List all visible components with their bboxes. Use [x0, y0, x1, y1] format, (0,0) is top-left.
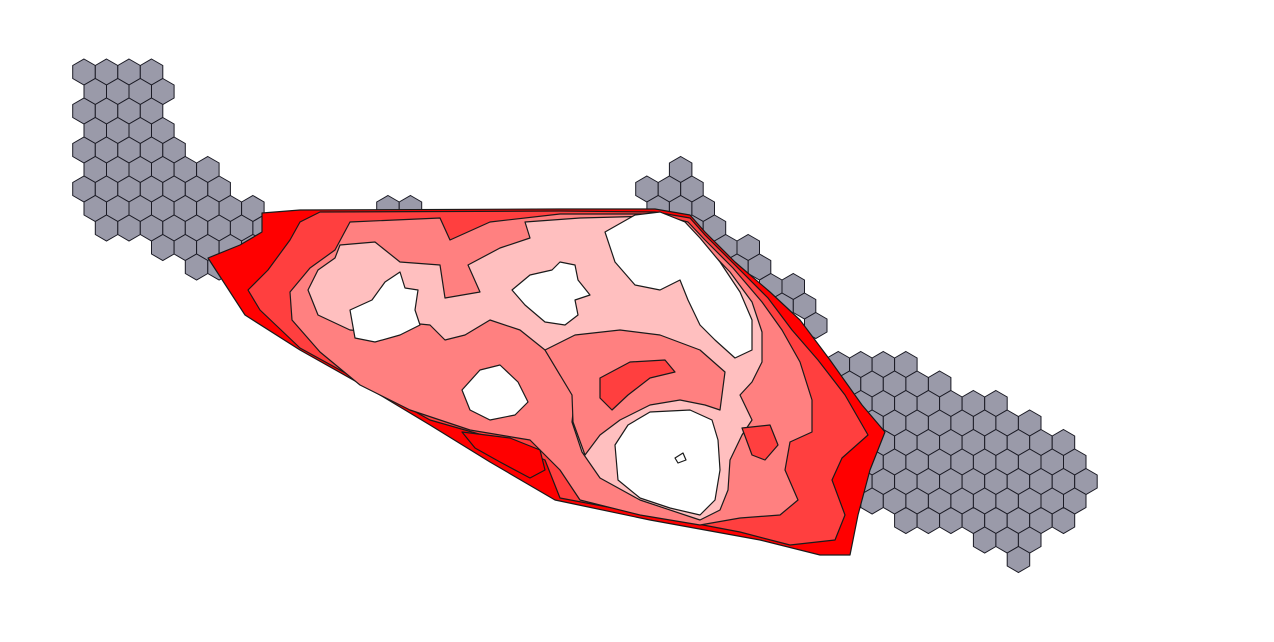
contour-peak-top-right — [604, 211, 753, 359]
hexbin-cell — [1051, 506, 1076, 535]
contour-peak-small — [674, 452, 687, 464]
contour-island-right-dark — [741, 424, 779, 461]
hexbin-cell — [804, 311, 828, 340]
contour-island-center-dark — [599, 359, 676, 411]
contour-peak-bottom-center — [614, 409, 721, 516]
contour-peak-center-top — [511, 261, 591, 326]
hexbin-cell — [1006, 545, 1031, 574]
contour-island-center — [544, 329, 726, 456]
contour-island-bottom-dark — [461, 431, 546, 479]
contour-peak-left — [349, 271, 421, 343]
contour-layer — [207, 208, 886, 556]
contour-peak-center-left — [461, 364, 529, 421]
